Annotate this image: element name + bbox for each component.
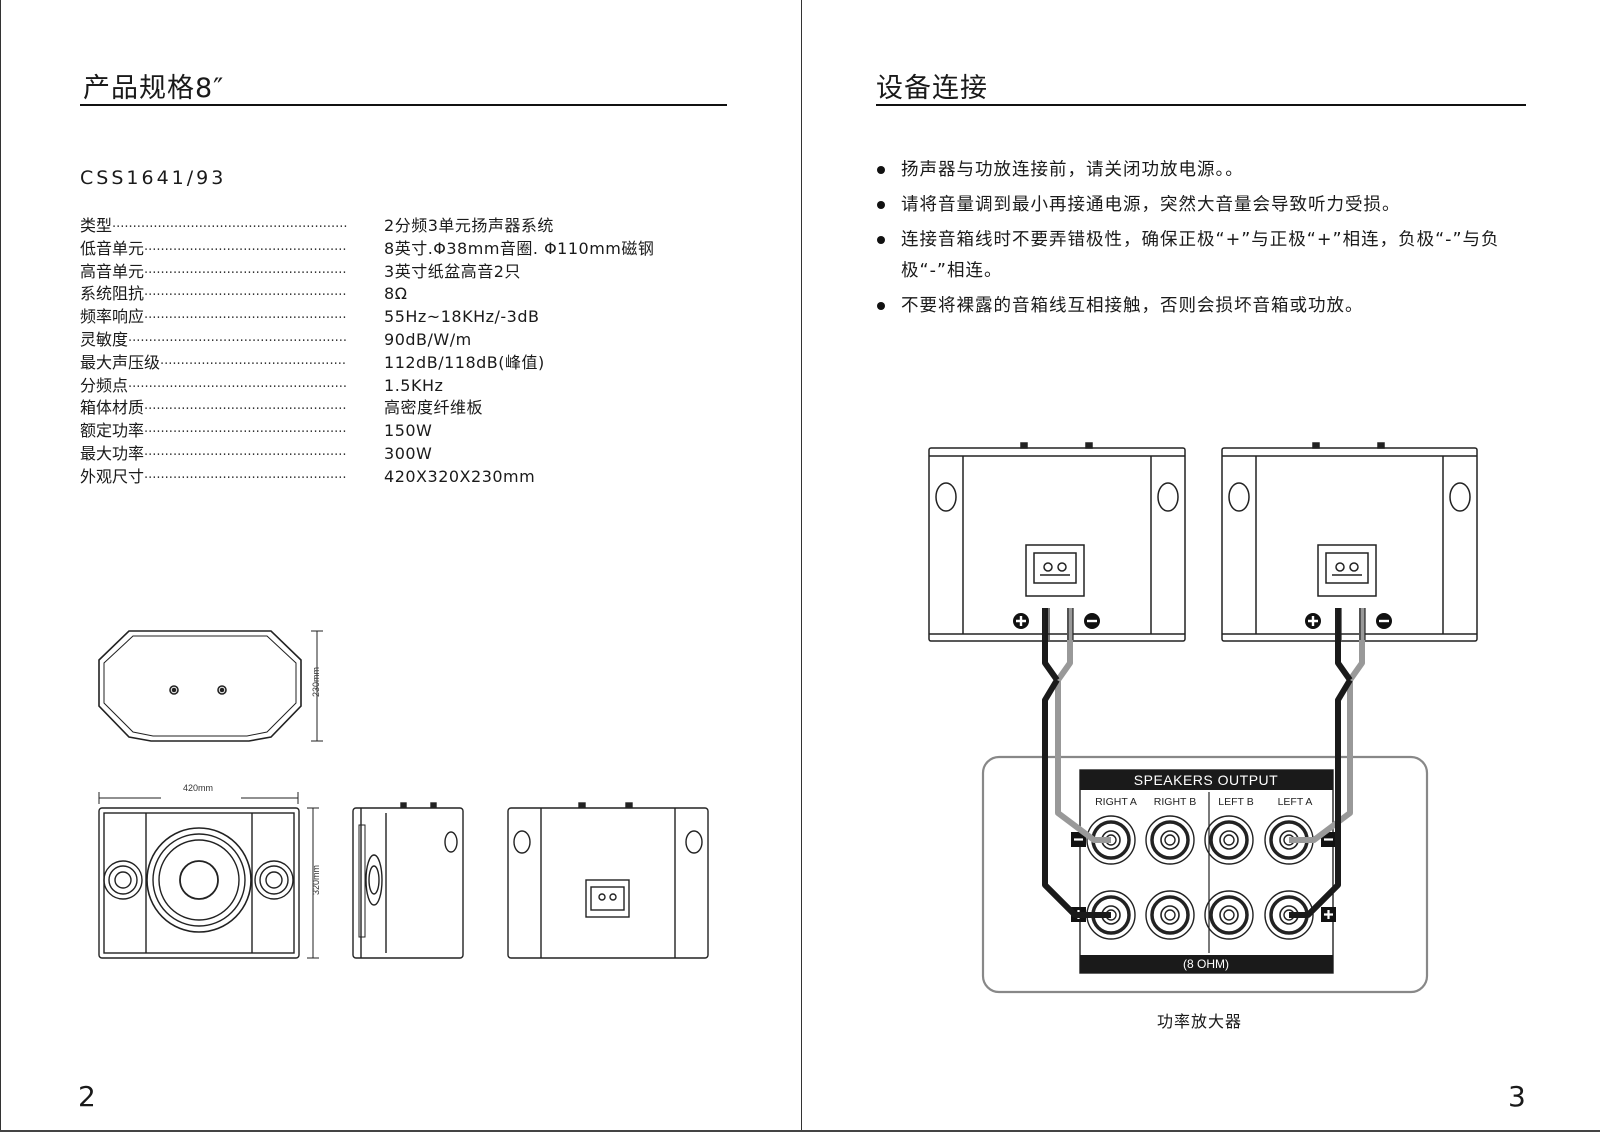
spec-row: 灵敏度 ····································… bbox=[80, 326, 720, 349]
spec-dots: ········································… bbox=[144, 265, 347, 281]
channel-label: LEFT A bbox=[1278, 796, 1313, 808]
impedance-label: (8 OHM) bbox=[1183, 957, 1229, 971]
panel-footer-bar bbox=[1080, 955, 1333, 973]
spec-value: 3英寸纸盆高音2只 bbox=[384, 261, 521, 281]
channel-label: LEFT B bbox=[1218, 796, 1253, 808]
left-page: 产品规格8″ CSS1641/93 类型 ···················… bbox=[0, 0, 727, 1132]
amplifier-frame bbox=[981, 755, 1429, 994]
instruction-list: 扬声器与功放连接前，请关闭功放电源。。 请将音量调到最小再接通电源，突然大音量会… bbox=[873, 155, 1533, 326]
width-dimension-label: 420mm bbox=[183, 783, 213, 793]
instruction-item: 请将音量调到最小再接通电源，突然大音量会导致听力受损。 bbox=[873, 190, 1533, 221]
spec-label: 类型 bbox=[80, 216, 113, 235]
speaker-right-terminals bbox=[1305, 613, 1392, 629]
spec-dots: ········································… bbox=[128, 333, 348, 349]
spec-value: 2分频3单元扬声器系统 bbox=[384, 216, 554, 235]
spec-row: 箱体材质 ···································… bbox=[80, 394, 720, 417]
spec-dots: ········································… bbox=[128, 379, 348, 395]
spec-label: 低音单元 bbox=[80, 238, 145, 258]
spec-value: 55Hz~18KHz/-3dB bbox=[384, 307, 540, 327]
page-title: 产品规格8″ bbox=[83, 73, 225, 104]
spec-value: 90dB/W/m bbox=[384, 329, 472, 349]
title-rule bbox=[876, 104, 1526, 106]
bottom-border bbox=[0, 1130, 1600, 1132]
top-view-drawing: 230mm 420mm 320mm bbox=[98, 630, 709, 959]
instruction-item: 不要将裸露的音箱线互相接触，否则会损坏音箱或功放。 bbox=[873, 291, 1533, 322]
instruction-text: 连接音箱线时不要弄错极性，确保正极“+”与正极“+”相连，负极“-”与负极“-”… bbox=[901, 230, 1500, 281]
spec-label: 系统阻抗 bbox=[80, 284, 145, 304]
spec-label: 最大功率 bbox=[80, 443, 145, 463]
spec-row: 外观尺寸····································… bbox=[80, 463, 720, 486]
cable-leads bbox=[1043, 608, 1366, 640]
spec-dots: ········································… bbox=[144, 425, 347, 441]
page-number: 2 bbox=[78, 1080, 96, 1113]
spec-dots: ········································… bbox=[144, 402, 347, 418]
spec-dots: ········································… bbox=[144, 470, 347, 486]
channel-label: RIGHT A bbox=[1095, 796, 1137, 808]
spec-label: 分频点 bbox=[80, 375, 129, 395]
spec-value: 300W bbox=[384, 443, 433, 463]
spec-row: 最大声压级 ··································… bbox=[80, 349, 720, 372]
spec-row: 系统阻抗 ···································… bbox=[80, 280, 720, 303]
channel-label: RIGHT B bbox=[1154, 796, 1196, 808]
instruction-item: 扬声器与功放连接前，请关闭功放电源。。 bbox=[873, 155, 1533, 186]
spec-dots: ········································… bbox=[160, 356, 346, 372]
bullet-dot bbox=[877, 166, 885, 174]
instruction-item: 连接音箱线时不要弄错极性，确保正极“+”与正极“+”相连，负极“-”与负极“-”… bbox=[873, 225, 1533, 287]
spec-dots: ········································… bbox=[144, 288, 347, 304]
spec-value: 1.5KHz bbox=[384, 375, 444, 395]
spec-label: 灵敏度 bbox=[80, 329, 129, 349]
spec-dots: ········································… bbox=[112, 220, 348, 235]
page-title: 设备连接 bbox=[876, 73, 988, 104]
depth-dimension-label: 230mm bbox=[311, 667, 321, 697]
bullet-dot bbox=[877, 236, 885, 244]
spec-label: 箱体材质 bbox=[80, 398, 145, 418]
page-number: 3 bbox=[1508, 1080, 1526, 1113]
speaker-right bbox=[1221, 442, 1478, 642]
amplifier-caption: 功率放大器 bbox=[1157, 1012, 1243, 1031]
speaker-left-terminals bbox=[1013, 613, 1100, 629]
title-rule bbox=[80, 104, 727, 106]
spec-value: 8英寸.Φ38mm音圈. Φ110mm磁钢 bbox=[384, 238, 655, 258]
height-dimension-label: 320mm bbox=[311, 865, 321, 895]
instruction-text: 不要将裸露的音箱线互相接触，否则会损坏音箱或功放。 bbox=[901, 296, 1364, 316]
spec-row: 最大功率····································… bbox=[80, 440, 720, 463]
spec-value: 高密度纤维板 bbox=[384, 398, 484, 418]
spec-list: 类型 ·····································… bbox=[80, 212, 720, 486]
spec-label: 外观尺寸 bbox=[80, 466, 145, 486]
bullet-dot bbox=[877, 201, 885, 209]
model-number: CSS1641/93 bbox=[80, 167, 227, 189]
spec-label: 高音单元 bbox=[80, 261, 145, 281]
speakers-output-label: SPEAKERS OUTPUT bbox=[1134, 772, 1278, 788]
spec-label: 最大声压级 bbox=[80, 352, 161, 372]
spec-value: 150W bbox=[384, 421, 433, 441]
right-page bbox=[801, 0, 1600, 1132]
spec-label: 额定功率 bbox=[80, 421, 145, 441]
spec-dots: ········································… bbox=[144, 447, 347, 463]
spec-dots: ········································… bbox=[144, 242, 347, 258]
spec-value: 8Ω bbox=[384, 284, 408, 304]
spec-row: 频率响应 ···································… bbox=[80, 303, 720, 326]
instruction-text: 请将音量调到最小再接通电源，突然大音量会导致听力受损。 bbox=[901, 195, 1401, 215]
spec-dots: ········································… bbox=[144, 311, 347, 327]
panel-header-bar bbox=[1080, 770, 1333, 790]
spec-row: 高音单元 ···································… bbox=[80, 258, 720, 281]
spec-value: 112dB/118dB(峰值) bbox=[384, 352, 545, 372]
spec-value: 420X320X230mm bbox=[384, 466, 536, 486]
spec-row: 额定功率 ···································… bbox=[80, 417, 720, 440]
spec-row: 分频点 ····································… bbox=[80, 372, 720, 395]
bullet-dot bbox=[877, 302, 885, 310]
spec-row: 低音单元····································… bbox=[80, 235, 720, 258]
instruction-text: 扬声器与功放连接前，请关闭功放电源。。 bbox=[901, 160, 1244, 180]
speaker-left bbox=[928, 442, 1186, 642]
speaker-cables bbox=[1042, 608, 1365, 918]
spec-label: 频率响应 bbox=[80, 307, 145, 327]
spec-row: 类型 ·····································… bbox=[80, 212, 720, 235]
